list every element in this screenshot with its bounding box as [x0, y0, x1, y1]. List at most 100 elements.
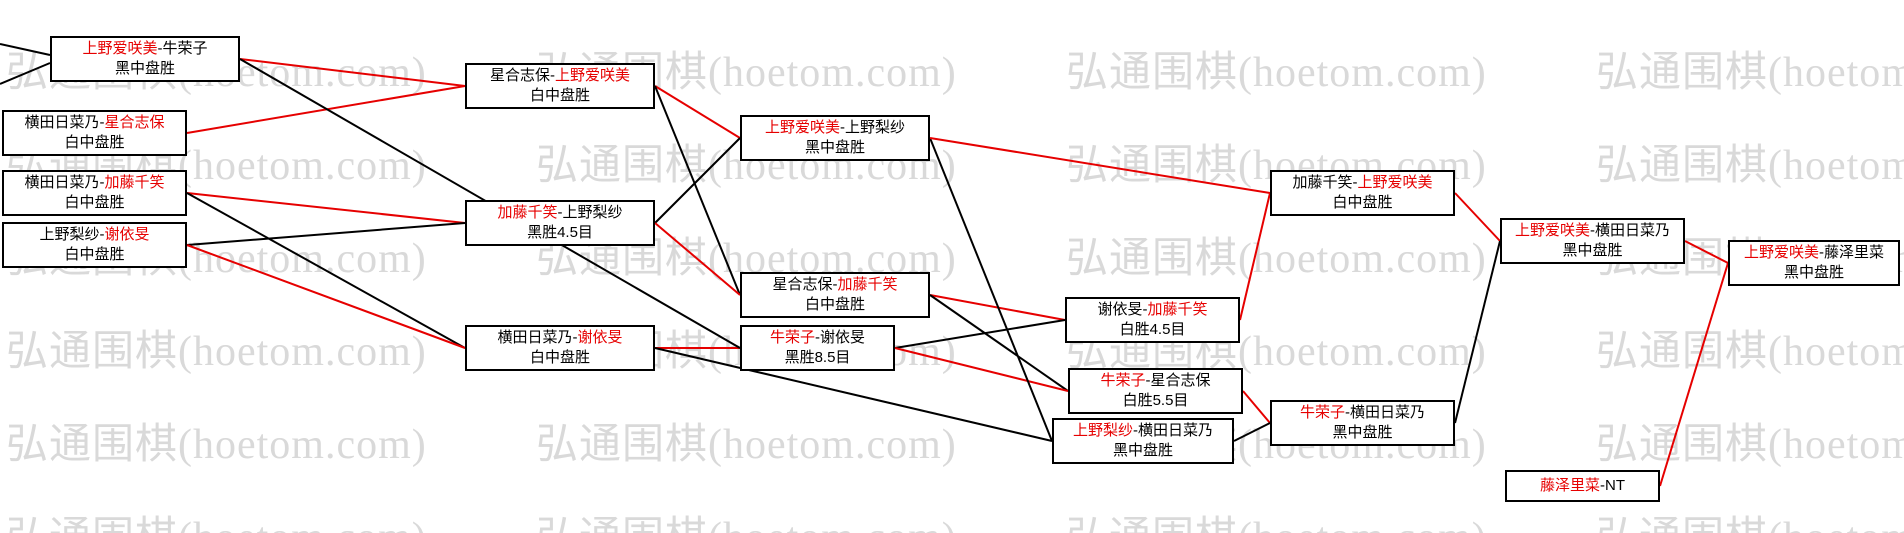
match-result: 白胜5.5目: [1122, 392, 1189, 409]
winner-name: 藤泽里菜: [1539, 477, 1600, 494]
match-players: 加藤千笑-上野爱咲美: [1292, 174, 1433, 191]
match-result: 黑胜4.5目: [527, 224, 593, 241]
loser-name: 横田日菜乃: [24, 174, 100, 191]
watermark-text: 弘通围棋(hoetom.com): [6, 329, 427, 375]
match-players: 上野爱咲美-横田日菜乃: [1514, 222, 1671, 239]
loser-name: 加藤千笑: [1292, 174, 1353, 191]
match-result: 白中盘胜: [804, 296, 865, 313]
match-box-m8[interactable]: 上野爱咲美-上野梨纱黑中盘胜: [740, 115, 930, 161]
watermark-text: 弘通围棋(hoetom.com): [536, 422, 957, 468]
winner-name: 上野爱咲美: [1743, 244, 1819, 261]
connector-m4-m7: [186, 244, 466, 349]
connector-m15-m16: [1454, 240, 1501, 424]
winner-name: 谢依旻: [104, 226, 150, 243]
connector-m14-m16: [1454, 192, 1501, 242]
match-players: 牛荣子-星合志保: [1100, 372, 1211, 389]
match-players: 加藤千笑-上野梨纱: [497, 204, 623, 221]
match-result: 白中盘胜: [64, 134, 125, 151]
match-players: 上野爱咲美-牛荣子: [82, 40, 208, 57]
watermark-text: 弘通围棋(hoetom.com): [6, 422, 427, 468]
connector-m8-m13: [929, 137, 1053, 442]
connector-m10-m12: [894, 347, 1069, 392]
winner-name: 谢依旻: [577, 329, 623, 346]
loser-name: 横田日菜乃: [24, 114, 100, 131]
match-players: 星合志保-加藤千笑: [772, 276, 898, 293]
match-players: 牛荣子-横田日菜乃: [1299, 404, 1426, 421]
match-box-m17[interactable]: 藤泽里菜-NT: [1505, 470, 1660, 502]
match-players: 藤泽里菜-NT: [1539, 477, 1625, 494]
winner-name: 牛荣子: [1100, 372, 1146, 389]
connector-m3-m7: [186, 192, 466, 349]
match-box-m6[interactable]: 加藤千笑-上野梨纱黑胜4.5目: [465, 200, 655, 246]
match-box-m3[interactable]: 横田日菜乃-加藤千笑白中盘胜: [2, 170, 187, 216]
loser-name: 上野梨纱: [562, 204, 623, 221]
match-players: 上野梨纱-谢依旻: [39, 226, 150, 243]
winner-name: 牛荣子: [1299, 404, 1345, 421]
winner-name: 上野爱咲美: [82, 40, 158, 57]
match-box-m11[interactable]: 谢依旻-加藤千笑白胜4.5目: [1065, 297, 1240, 343]
match-box-m4[interactable]: 上野梨纱-谢依旻白中盘胜: [2, 222, 187, 268]
stub-line-1: [0, 62, 51, 85]
match-box-m5[interactable]: 星合志保-上野爱咲美白中盘胜: [465, 63, 655, 109]
winner-name: 上野爱咲美: [555, 67, 631, 84]
match-box-m9[interactable]: 星合志保-加藤千笑白中盘胜: [740, 272, 930, 318]
connector-m17-m18: [1659, 262, 1729, 487]
watermark-text: 弘通围棋(hoetom.com): [1596, 329, 1904, 375]
match-box-m13[interactable]: 上野梨纱-横田日菜乃黑中盘胜: [1052, 418, 1234, 464]
watermark-text: 弘通围棋(hoetom.com): [1066, 50, 1487, 96]
loser-name: 星合志保: [1150, 372, 1211, 389]
match-box-m1[interactable]: 上野爱咲美-牛荣子黑中盘胜: [50, 36, 240, 82]
winner-name: 加藤千笑: [837, 276, 898, 293]
watermark-text: 弘通围棋(hoetom.com): [1596, 143, 1904, 189]
winner-name: 上野梨纱: [1072, 422, 1133, 439]
match-box-m18[interactable]: 上野爱咲美-藤泽里菜黑中盘胜: [1728, 240, 1900, 286]
loser-name: 上野梨纱: [845, 119, 906, 136]
match-box-m14[interactable]: 加藤千笑-上野爱咲美白中盘胜: [1270, 170, 1455, 216]
loser-name: NT: [1605, 477, 1625, 494]
connector-m5-m9: [654, 85, 741, 296]
match-result: 白中盘胜: [64, 246, 125, 263]
match-box-m12[interactable]: 牛荣子-星合志保白胜5.5目: [1068, 368, 1243, 414]
match-box-m16[interactable]: 上野爱咲美-横田日菜乃黑中盘胜: [1500, 218, 1685, 264]
match-result: 黑中盘胜: [1562, 242, 1623, 259]
match-players: 横田日菜乃-星合志保: [24, 114, 165, 131]
loser-name: 横田日菜乃: [1138, 422, 1214, 439]
loser-name: 横田日菜乃: [497, 329, 573, 346]
match-box-m2[interactable]: 横田日菜乃-星合志保白中盘胜: [2, 110, 187, 156]
match-players: 牛荣子-谢依旻: [769, 329, 866, 346]
loser-name: 谢依旻: [820, 329, 866, 346]
match-players: 横田日菜乃-加藤千笑: [24, 174, 165, 191]
connector-m11-m14: [1239, 192, 1271, 321]
stub-line-0: [0, 43, 51, 56]
connector-m4-m6: [186, 222, 466, 246]
watermark-text: 弘通围棋(hoetom.com): [1596, 422, 1904, 468]
loser-name: 星合志保: [772, 276, 833, 293]
loser-name: 谢依旻: [1097, 301, 1143, 318]
connector-m8-m14: [929, 137, 1271, 194]
match-players: 谢依旻-加藤千笑: [1097, 301, 1208, 318]
connector-m6-m9: [654, 222, 741, 296]
match-result: 白中盘胜: [64, 194, 125, 211]
watermark-text: 弘通围棋(hoetom.com): [1596, 50, 1904, 96]
loser-name: 牛荣子: [162, 40, 208, 57]
match-box-m15[interactable]: 牛荣子-横田日菜乃黑中盘胜: [1270, 400, 1455, 446]
connector-m16-m18: [1684, 240, 1729, 264]
match-result: 白胜4.5目: [1119, 321, 1186, 338]
winner-name: 加藤千笑: [497, 204, 558, 221]
match-result: 黑中盘胜: [114, 60, 175, 77]
connector-m7-m13: [654, 347, 1053, 442]
connector-m13-m15: [1233, 422, 1271, 442]
connector-m1-m5: [239, 58, 466, 87]
connector-m9-m12: [929, 294, 1069, 392]
match-result: 黑中盘胜: [1783, 264, 1844, 281]
match-result: 白中盘胜: [529, 349, 590, 366]
match-box-m7[interactable]: 横田日菜乃-谢依旻白中盘胜: [465, 325, 655, 371]
watermark-text: 弘通围棋(hoetom.com): [1596, 503, 1904, 533]
loser-name: 横田日菜乃: [1350, 404, 1426, 421]
match-players: 星合志保-上野爱咲美: [489, 67, 631, 84]
watermark-text: 弘通围棋(hoetom.com): [536, 503, 957, 533]
match-box-m10[interactable]: 牛荣子-谢依旻黑胜8.5目: [740, 325, 895, 371]
match-players: 上野爱咲美-藤泽里菜: [1743, 244, 1885, 261]
match-result: 白中盘胜: [1332, 194, 1393, 211]
